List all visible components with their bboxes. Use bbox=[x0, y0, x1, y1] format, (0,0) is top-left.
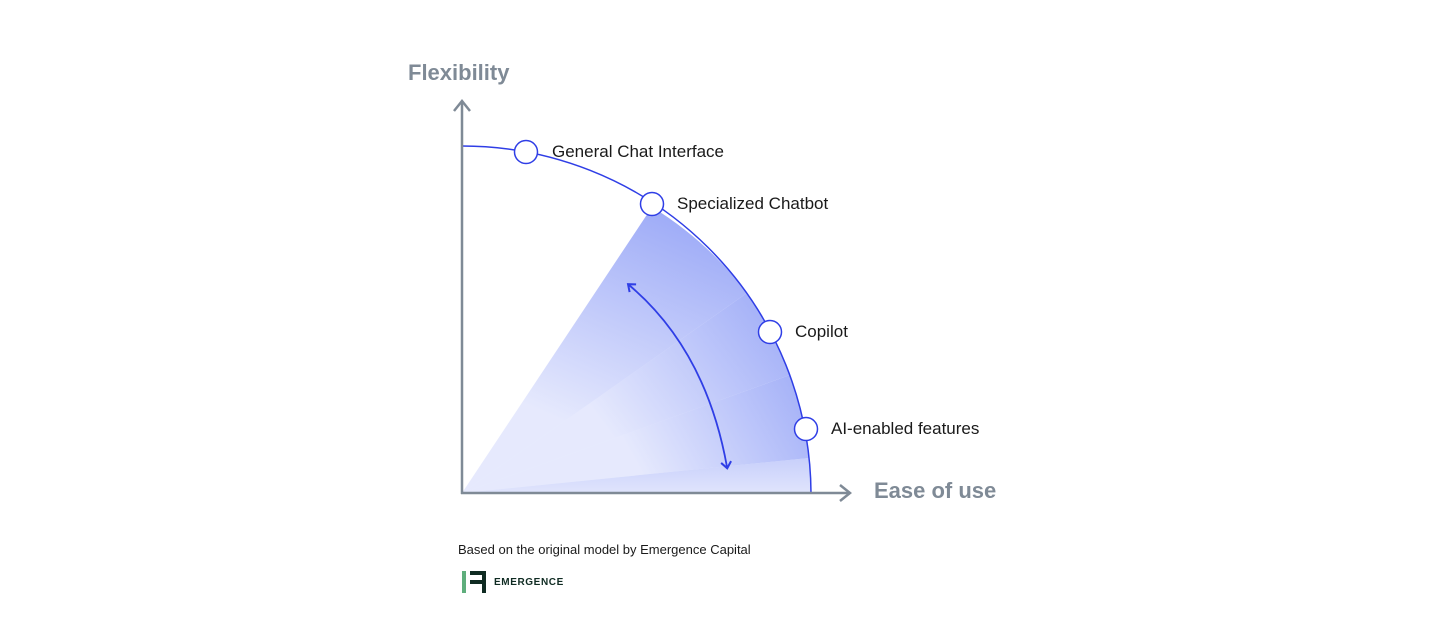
node-copilot bbox=[757, 319, 783, 345]
wedge-segment-1 bbox=[462, 207, 747, 493]
source-caption: Based on the original model by Emergence… bbox=[458, 542, 751, 557]
y-axis-arrow-icon bbox=[453, 98, 471, 112]
logo-wordmark: EMERGENCE bbox=[494, 576, 564, 588]
emergence-logo: EMERGENCE bbox=[462, 571, 564, 593]
node-general-chat-interface bbox=[513, 139, 539, 165]
x-axis-title: Ease of use bbox=[874, 478, 997, 503]
y-axis-title: Flexibility bbox=[408, 60, 510, 85]
label-specialized-chatbot: Specialized Chatbot bbox=[677, 194, 829, 213]
label-copilot: Copilot bbox=[795, 322, 848, 341]
tradeoff-double-arrow-icon bbox=[626, 283, 732, 470]
capability-arc bbox=[461, 145, 812, 494]
label-general-chat-interface: General Chat Interface bbox=[552, 142, 724, 161]
label-ai-enabled-features: AI-enabled features bbox=[831, 419, 980, 438]
x-axis-arrow-icon bbox=[839, 484, 853, 502]
node-specialized-chatbot bbox=[639, 191, 665, 217]
node-ai-enabled-features bbox=[793, 416, 819, 442]
emergence-logo-icon bbox=[462, 571, 486, 593]
